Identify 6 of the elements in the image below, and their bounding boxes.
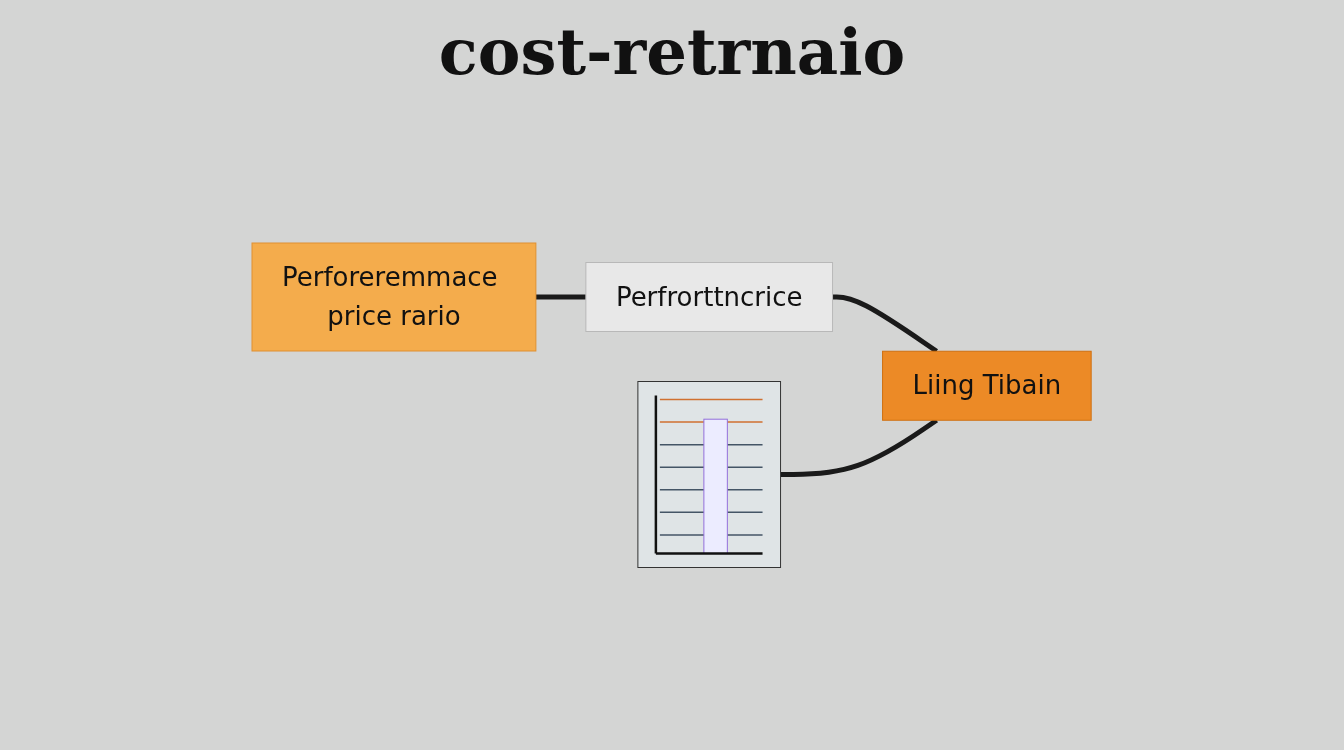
diagram-title: cost-retrnaio [437, 14, 907, 89]
node-box: Perfrorttncrice [585, 261, 834, 332]
node-box: Liing Tibain [882, 350, 1093, 421]
connector [536, 294, 587, 300]
node-box: Perforeremmace price rario [251, 242, 537, 352]
node-picture [637, 380, 782, 568]
